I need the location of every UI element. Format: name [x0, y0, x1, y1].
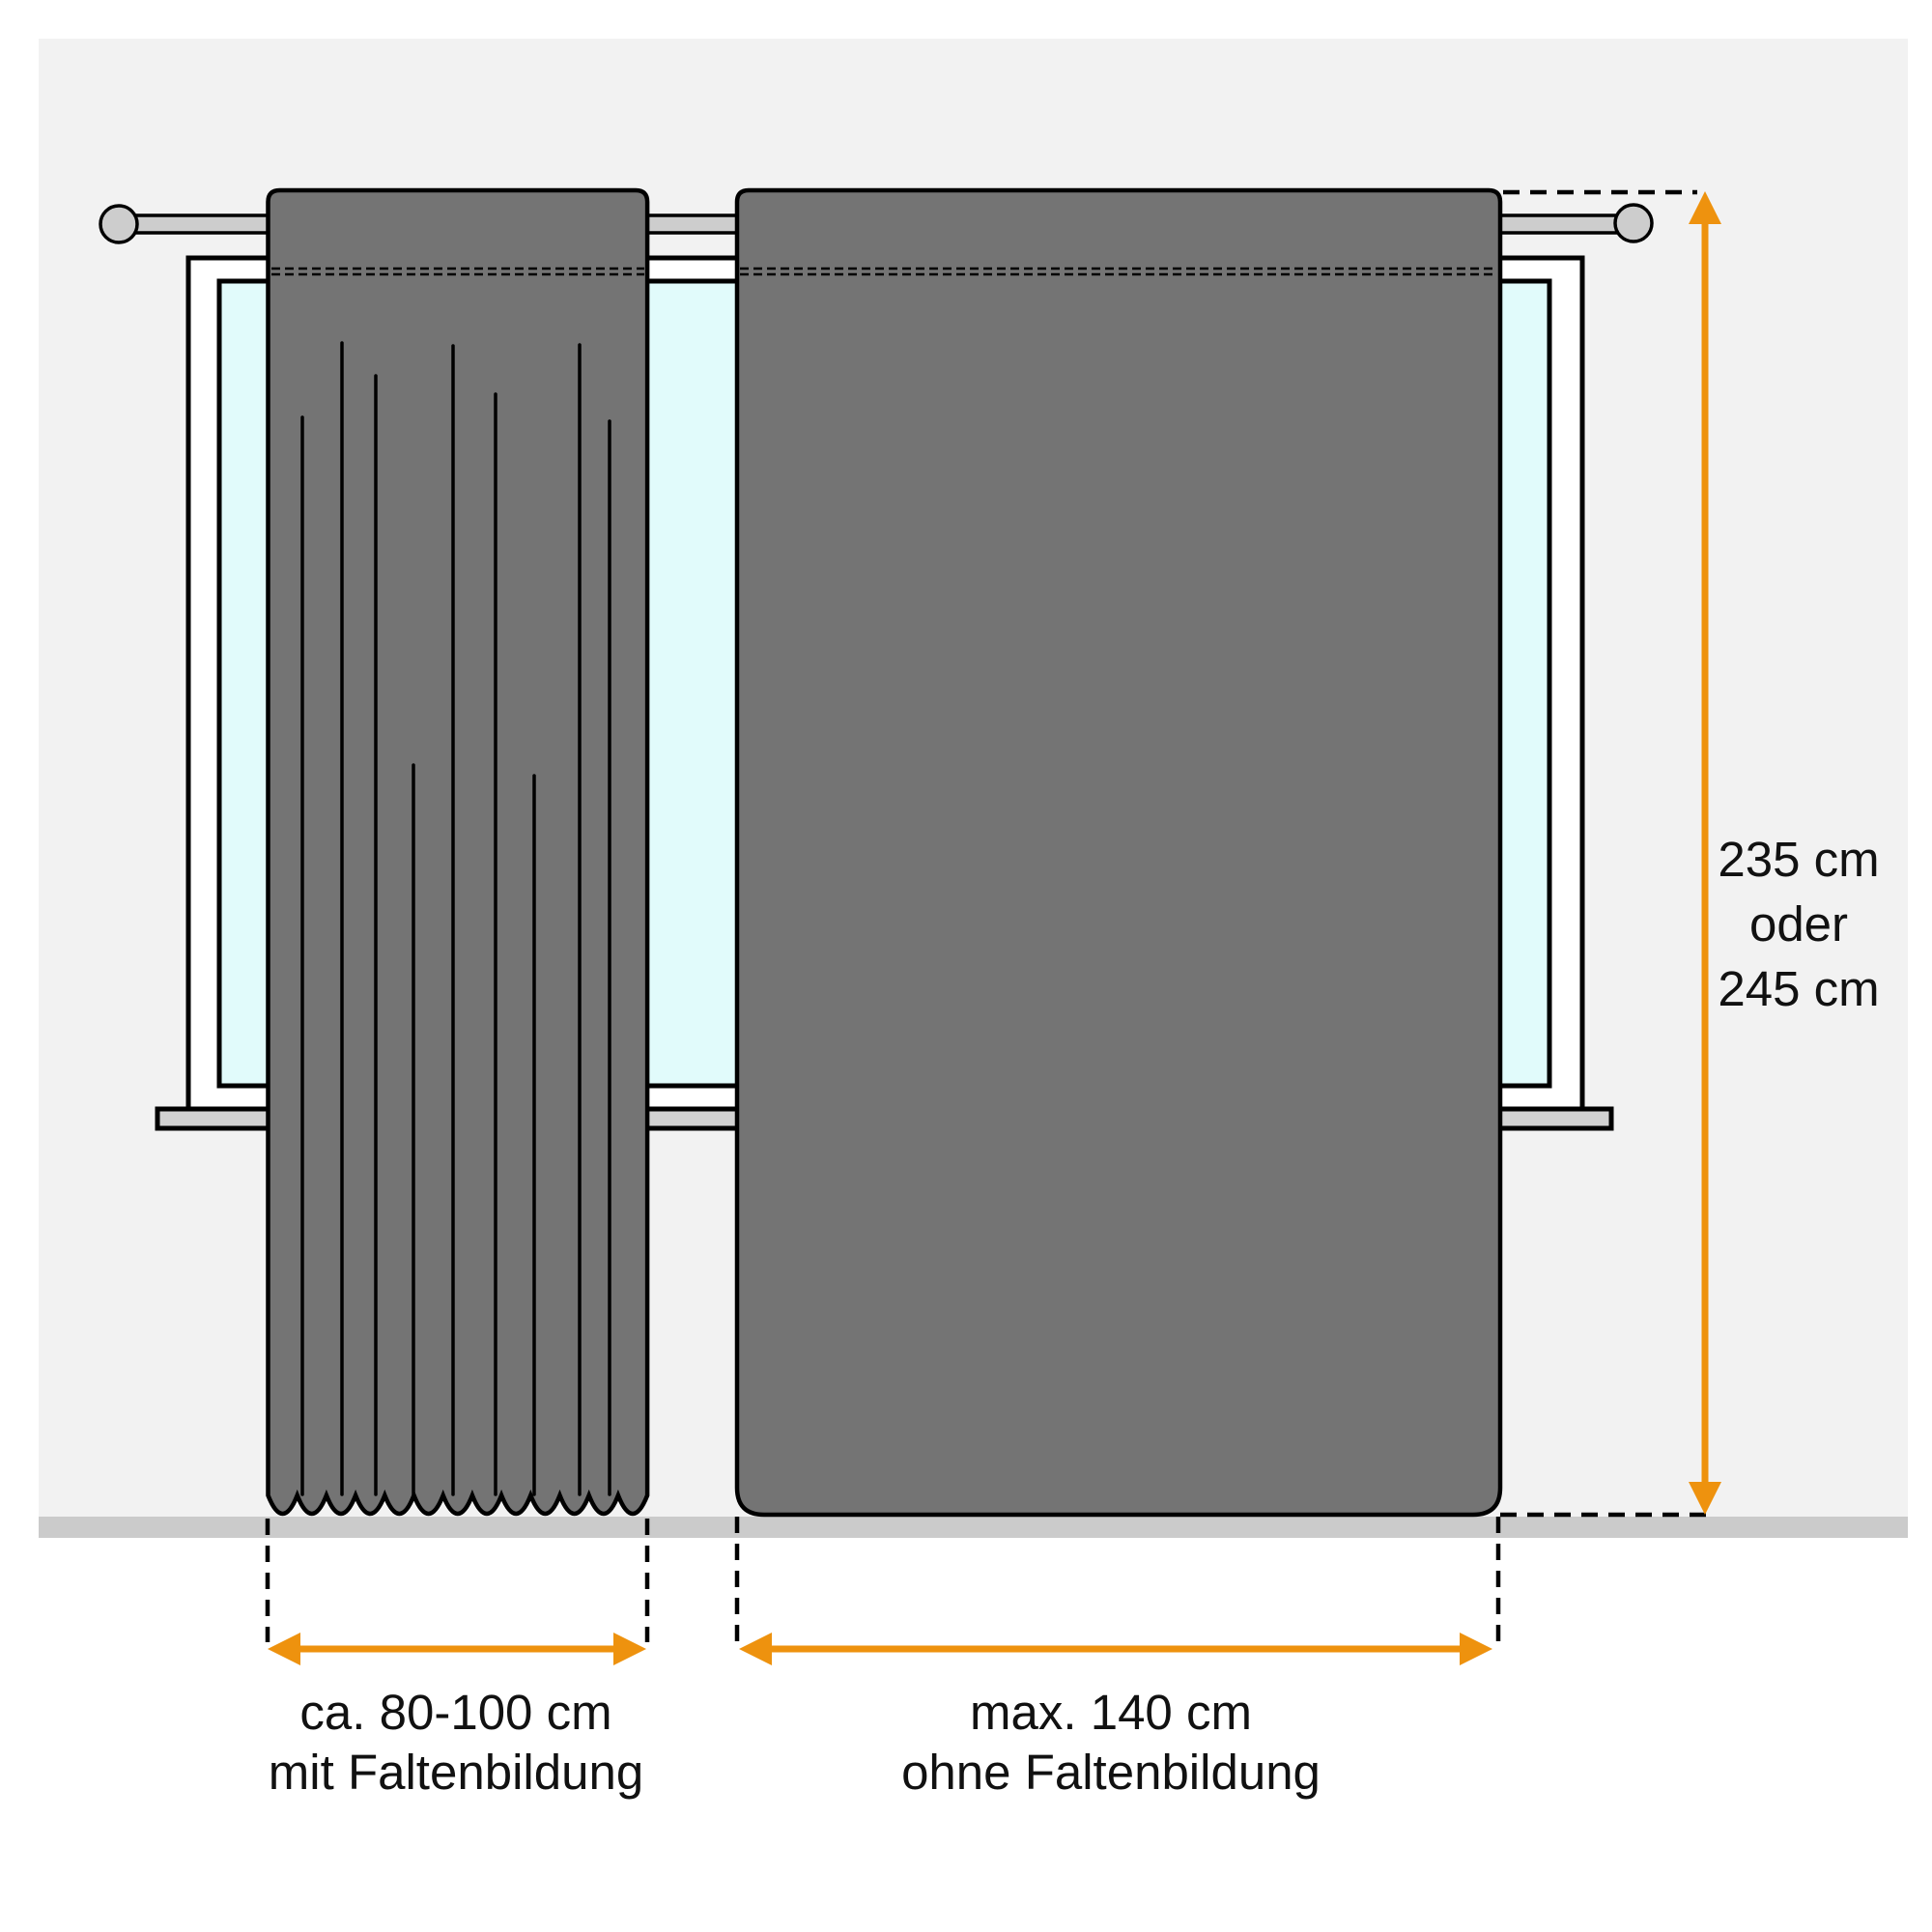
flat-curtain	[734, 187, 1503, 1518]
flat-width-arrow	[739, 1633, 1492, 1665]
floor	[39, 1517, 1908, 1538]
pleated-width-label-line1: ca. 80-100 cm	[299, 1685, 612, 1740]
height-label: 235 cm oder 245 cm	[1718, 827, 1879, 1021]
flat-curtain-stitch-line	[740, 267, 1497, 276]
height-label-line2: oder	[1748, 896, 1849, 952]
flat-width-label-line1: max. 140 cm	[970, 1685, 1252, 1740]
height-arrow	[1689, 191, 1721, 1515]
flat-width-label: max. 140 cm ohne Faltenbildung	[901, 1683, 1321, 1803]
curtain-fold-lines	[300, 341, 611, 1496]
flat-width-label-line2: ohne Faltenbildung	[901, 1745, 1321, 1800]
measurement-arrows	[268, 191, 1721, 1665]
pleated-curtain	[266, 187, 650, 1517]
pleated-width-label: ca. 80-100 cm mit Faltenbildung	[269, 1683, 643, 1803]
rod-finial-left	[99, 204, 139, 244]
pleated-curtain-stitch-line	[271, 267, 644, 276]
measurement-guides	[265, 189, 1712, 1642]
pleated-width-arrow	[268, 1633, 646, 1665]
pleated-width-label-line2: mit Faltenbildung	[268, 1745, 644, 1800]
rod-finial-right	[1613, 203, 1654, 243]
height-label-line1: 235 cm	[1718, 832, 1880, 887]
height-label-line3: 245 cm	[1718, 961, 1880, 1016]
